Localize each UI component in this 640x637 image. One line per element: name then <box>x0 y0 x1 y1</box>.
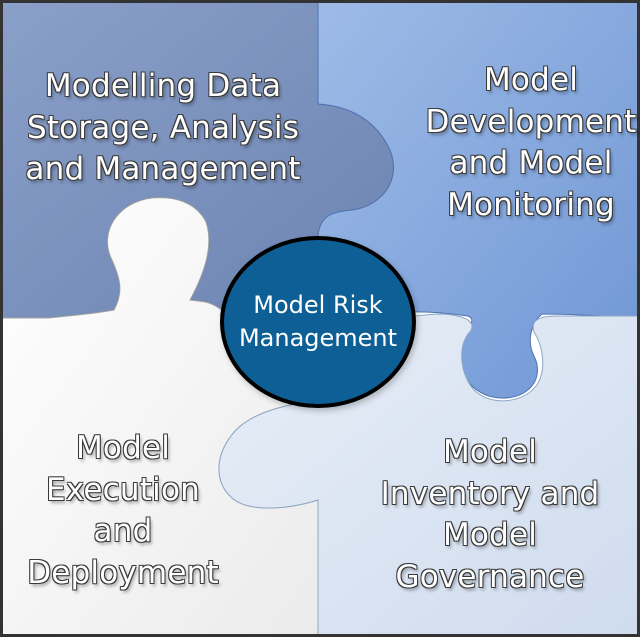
center-ellipse <box>220 236 416 408</box>
center-title: Model Risk Management <box>238 290 398 352</box>
label-top-left: Modelling Data Storage, Analysis and Man… <box>25 68 301 188</box>
label-bottom-left: Model Execution and Deployment <box>27 430 219 591</box>
label-bottom-right: Model Inventory and Model Governance <box>380 434 600 595</box>
label-top-right: Model Development and Model Monitoring <box>425 62 637 223</box>
